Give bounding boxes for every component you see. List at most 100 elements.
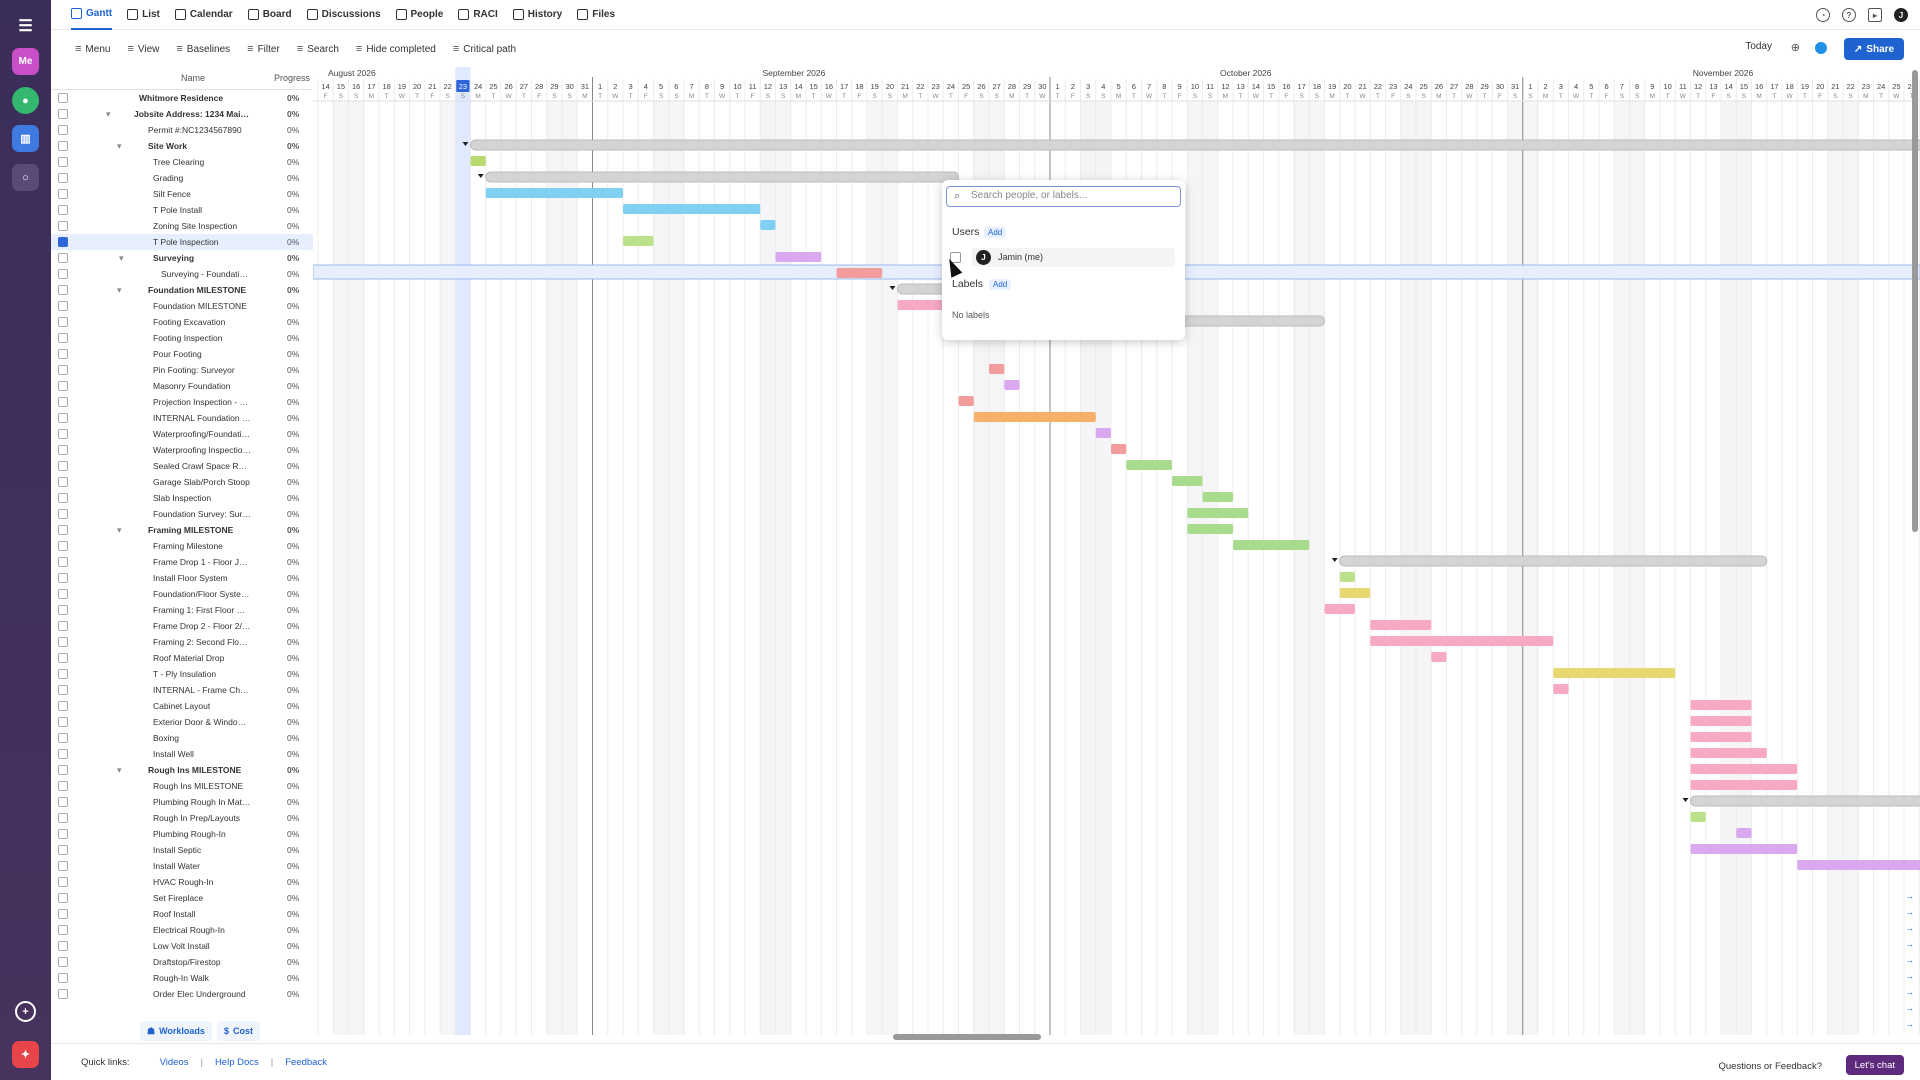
row-checkbox[interactable] bbox=[58, 749, 68, 759]
row-checkbox[interactable] bbox=[58, 941, 68, 951]
tab-calendar[interactable]: Calendar bbox=[174, 0, 233, 30]
task-name[interactable]: Framing MILESTONE bbox=[148, 525, 234, 535]
task-name[interactable]: Footing Excavation bbox=[153, 317, 226, 327]
task-row[interactable]: Waterproofing Inspection - M...0% bbox=[51, 442, 313, 458]
task-name[interactable]: Exterior Door & Window Install bbox=[153, 717, 251, 727]
view-button[interactable]: ≡View bbox=[127, 43, 160, 55]
row-checkbox[interactable] bbox=[58, 541, 68, 551]
task-name[interactable]: Pour Footing bbox=[153, 349, 202, 359]
task-name[interactable]: Framing Milestone bbox=[153, 541, 223, 551]
row-checkbox[interactable] bbox=[58, 525, 68, 535]
user-checkbox[interactable] bbox=[950, 252, 961, 263]
add-icon[interactable]: + bbox=[15, 1001, 36, 1022]
hamburger-icon[interactable]: ☰ bbox=[18, 17, 33, 35]
task-name[interactable]: Rough In Prep/Layouts bbox=[153, 813, 240, 823]
row-checkbox[interactable] bbox=[58, 205, 68, 215]
task-row[interactable]: Frame Drop 1 - Floor Joists/Fl...0% bbox=[51, 554, 313, 570]
row-checkbox[interactable] bbox=[58, 925, 68, 935]
row-checkbox[interactable] bbox=[58, 861, 68, 871]
filter-button[interactable]: ≡Filter bbox=[247, 43, 280, 55]
row-checkbox[interactable] bbox=[58, 477, 68, 487]
row-checkbox[interactable] bbox=[58, 829, 68, 839]
tab-gantt[interactable]: Gantt bbox=[71, 0, 113, 30]
task-row[interactable]: ▾Jobsite Address: 1234 Main St...0% bbox=[51, 106, 313, 122]
task-name[interactable]: Whitmore Residence bbox=[139, 93, 224, 103]
row-checkbox[interactable] bbox=[58, 717, 68, 727]
row-checkbox[interactable] bbox=[58, 237, 68, 247]
task-name[interactable]: Install Floor System bbox=[153, 573, 228, 583]
row-checkbox[interactable] bbox=[58, 589, 68, 599]
task-row[interactable]: Framing 2: Second Floor Wal...0% bbox=[51, 634, 313, 650]
row-checkbox[interactable] bbox=[58, 797, 68, 807]
collapse-toggle-icon[interactable]: ▾ bbox=[119, 253, 124, 263]
task-row[interactable]: Foundation/Floor System Ins...0% bbox=[51, 586, 313, 602]
task-name[interactable]: Surveying - Foundation La... bbox=[161, 269, 251, 279]
row-checkbox[interactable] bbox=[58, 397, 68, 407]
me-button[interactable]: Me bbox=[12, 48, 39, 75]
task-name[interactable]: Draftstop/Firestop bbox=[153, 957, 221, 967]
row-checkbox[interactable] bbox=[58, 813, 68, 823]
task-name[interactable]: Plumbing Rough In Material ... bbox=[153, 797, 251, 807]
row-checkbox[interactable] bbox=[58, 445, 68, 455]
row-checkbox[interactable] bbox=[58, 429, 68, 439]
task-name[interactable]: Install Well bbox=[153, 749, 194, 759]
timer-icon[interactable]: ◔ bbox=[1816, 8, 1830, 22]
task-name[interactable]: Order Elec Underground bbox=[153, 989, 246, 999]
zoom-icon[interactable]: ⊕ bbox=[1790, 42, 1800, 54]
row-checkbox[interactable] bbox=[58, 621, 68, 631]
add-label-button[interactable]: Add bbox=[989, 279, 1012, 290]
task-name[interactable]: Grading bbox=[153, 173, 184, 183]
task-name[interactable]: Projection Inspection - Mun bbox=[153, 397, 251, 407]
row-checkbox[interactable] bbox=[58, 125, 68, 135]
row-checkbox[interactable] bbox=[58, 221, 68, 231]
app-logo-icon[interactable]: ✦ bbox=[12, 1041, 39, 1068]
workloads-button[interactable]: ☗Workloads bbox=[140, 1021, 212, 1041]
row-checkbox[interactable] bbox=[58, 605, 68, 615]
collapse-toggle-icon[interactable]: ▾ bbox=[117, 765, 122, 775]
collapse-toggle-icon[interactable]: ▾ bbox=[117, 141, 122, 151]
task-row[interactable]: Sealed Crawl Space Rough In0% bbox=[51, 458, 313, 474]
task-name[interactable]: Roof Install bbox=[153, 909, 196, 919]
task-name[interactable]: Footing Inspection bbox=[153, 333, 223, 343]
lets-chat-button[interactable]: Let's chat bbox=[1845, 1055, 1904, 1075]
row-checkbox[interactable] bbox=[58, 669, 68, 679]
row-checkbox[interactable] bbox=[58, 493, 68, 503]
projects-icon[interactable]: ▥ bbox=[12, 125, 39, 152]
row-checkbox[interactable] bbox=[58, 973, 68, 983]
help-icon[interactable]: ? bbox=[1842, 8, 1856, 22]
tab-history[interactable]: History bbox=[512, 0, 562, 30]
row-checkbox[interactable] bbox=[58, 333, 68, 343]
hide-completed-button[interactable]: ≡Hide completed bbox=[355, 43, 436, 55]
vertical-scrollbar[interactable] bbox=[1912, 70, 1918, 532]
search-button[interactable]: ≡Search bbox=[296, 43, 339, 55]
row-checkbox[interactable] bbox=[58, 781, 68, 791]
task-name[interactable]: INTERNAL Foundation Check bbox=[153, 413, 251, 423]
row-checkbox[interactable] bbox=[58, 157, 68, 167]
row-checkbox[interactable] bbox=[58, 285, 68, 295]
collapse-toggle-icon[interactable]: ▾ bbox=[117, 285, 122, 295]
collapse-toggle-icon[interactable]: ▾ bbox=[106, 109, 111, 119]
